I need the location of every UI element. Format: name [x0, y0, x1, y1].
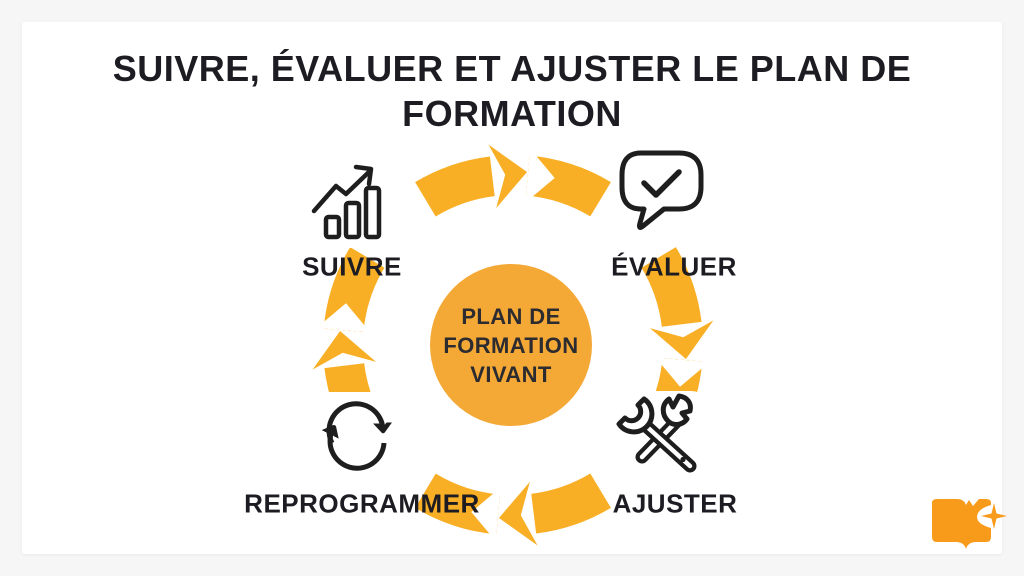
center-line-3: VIVANT	[470, 361, 552, 387]
sparkle-icon	[981, 503, 1007, 529]
slide-title: SUIVRE, ÉVALUER ET AJUSTER LE PLAN DE FO…	[62, 46, 962, 136]
step-label-suivre: SUIVRE	[302, 251, 402, 282]
slide-title-line-2: FORMATION	[402, 93, 622, 134]
trending-bar-chart-icon	[311, 164, 382, 240]
speech-bubble-check-icon	[619, 150, 704, 230]
slide-title-line-1: SUIVRE, ÉVALUER ET AJUSTER LE PLAN DE	[112, 48, 912, 89]
refresh-arrows-icon	[312, 401, 402, 471]
step-label-reprogrammer: REPROGRAMMER	[244, 488, 480, 519]
step-label-evaluer: ÉVALUER	[611, 251, 737, 282]
crossed-tools-icon	[616, 393, 697, 473]
cycle-center-circle: PLAN DE FORMATION VIVANT	[430, 264, 592, 426]
step-label-ajuster: AJUSTER	[612, 488, 738, 519]
open-book-sparkle-logo	[932, 499, 1007, 549]
center-line-1: PLAN DE	[461, 303, 561, 329]
center-line-2: FORMATION	[443, 332, 579, 358]
